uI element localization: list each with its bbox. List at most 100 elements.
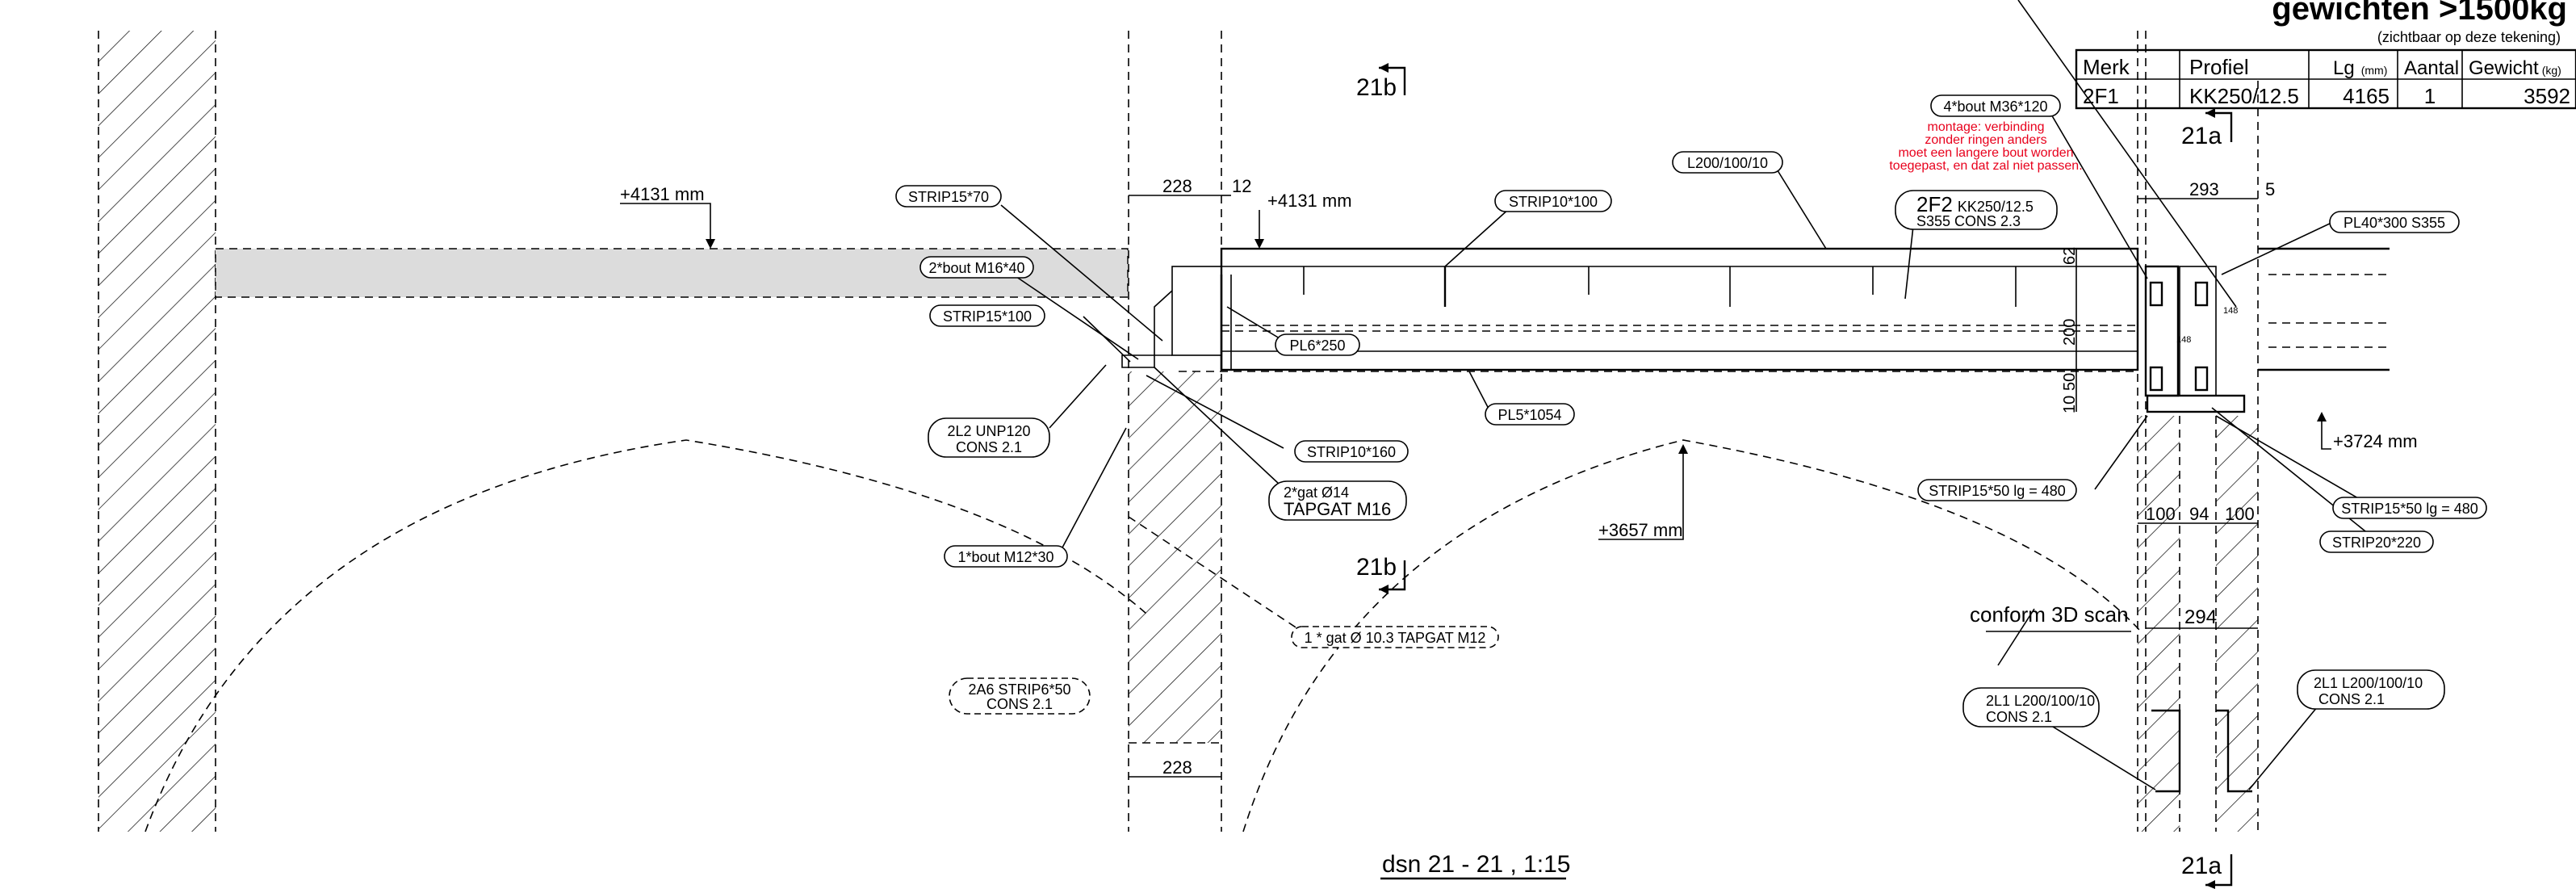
table-cell-gewicht: 3592 xyxy=(2524,84,2570,108)
svg-text:PL5*1054: PL5*1054 xyxy=(1497,407,1561,423)
svg-text:10: 10 xyxy=(2061,396,2079,413)
label-strip15x70: STRIP15*70 xyxy=(895,185,1002,208)
leader-lines xyxy=(1000,0,2378,790)
svg-text:100: 100 xyxy=(2225,504,2255,524)
svg-text:PL40*300 S355: PL40*300 S355 xyxy=(2344,215,2445,231)
svg-text:toegepast, en dat zal niet pas: toegepast, en dat zal niet passen. xyxy=(1889,159,2082,173)
section-marker-21b-top: 21b xyxy=(1356,63,1406,101)
svg-text:moet een langere bout worden: moet een langere bout worden xyxy=(1898,146,2073,160)
elevation-arch: +3657 mm xyxy=(1598,444,1688,540)
svg-text:montage: verbinding: montage: verbinding xyxy=(1928,120,2045,134)
svg-text:2*gat Ø14: 2*gat Ø14 xyxy=(1284,484,1349,501)
svg-text:21b: 21b xyxy=(1356,74,1397,101)
title-note: (zichtbaar op deze tekening) xyxy=(2377,29,2561,45)
main-beam xyxy=(1121,247,2139,372)
table-header-profiel: Profiel xyxy=(2189,55,2249,79)
drawing-title: gewichten >1500kg xyxy=(2272,0,2567,27)
label-2l1-left: 2L1 L200/100/10 CONS 2.1 xyxy=(1962,687,2100,728)
svg-text:+4131 mm: +4131 mm xyxy=(620,184,705,204)
elevation-top-left: +4131 mm xyxy=(620,184,715,249)
svg-text:94: 94 xyxy=(2189,504,2209,524)
svg-text:2L1 L200/100/10: 2L1 L200/100/10 xyxy=(2314,675,2423,691)
svg-text:2L2 UNP120: 2L2 UNP120 xyxy=(947,423,1030,439)
section-marker-21b-mid: 21b xyxy=(1356,554,1406,594)
svg-text:1*bout M12*30: 1*bout M12*30 xyxy=(957,549,1053,565)
svg-text:+4131 mm: +4131 mm xyxy=(1267,191,1352,211)
table-header-lg: Lg(mm) xyxy=(2333,57,2387,79)
svg-text:228: 228 xyxy=(1162,757,1192,778)
table-cell-aantal: 1 xyxy=(2424,84,2436,108)
svg-text:21a: 21a xyxy=(2181,853,2222,879)
svg-text:100: 100 xyxy=(2146,504,2176,524)
end-plate-connection xyxy=(2144,247,2390,793)
elevation-top-mid: +4131 mm xyxy=(1254,191,1352,249)
svg-text:STRIP20*220: STRIP20*220 xyxy=(2332,535,2421,551)
svg-text:CONS 2.1: CONS 2.1 xyxy=(2318,691,2385,707)
svg-text:STRIP15*100: STRIP15*100 xyxy=(943,308,1032,325)
svg-text:4*bout M36*120: 4*bout M36*120 xyxy=(1943,99,2047,115)
svg-text:148: 148 xyxy=(2176,335,2191,345)
svg-text:STRIP15*50 lg = 480: STRIP15*50 lg = 480 xyxy=(2341,501,2478,517)
label-strip15x100: STRIP15*100 xyxy=(929,304,1045,327)
label-bout-m12: 1*bout M12*30 xyxy=(944,545,1068,568)
svg-text:200: 200 xyxy=(2061,319,2079,346)
label-pl40: PL40*300 S355 xyxy=(2329,211,2460,233)
table-header-gewicht: Gewicht(kg) xyxy=(2469,57,2561,79)
svg-text:21a: 21a xyxy=(2181,123,2222,149)
drawing-caption: dsn 21 - 21 , 1:15 xyxy=(1382,851,1571,878)
svg-text:PL6*250: PL6*250 xyxy=(1289,338,1345,354)
svg-text:148: 148 xyxy=(2223,306,2238,316)
label-l200: L200/100/10 xyxy=(1672,151,1783,174)
label-strip20: STRIP20*220 xyxy=(2319,530,2434,553)
table-cell-lg: 4165 xyxy=(2343,84,2390,108)
svg-text:2A6 STRIP6*50: 2A6 STRIP6*50 xyxy=(968,681,1070,698)
section-marker-21a-top: 21a xyxy=(2181,108,2233,149)
svg-text:21b: 21b xyxy=(1356,554,1397,581)
svg-text:1 * gat Ø 10.3 TAPGAT M12: 1 * gat Ø 10.3 TAPGAT M12 xyxy=(1305,630,1486,646)
label-2a6: 2A6 STRIP6*50 CONS 2.1 xyxy=(949,677,1091,715)
left-arch xyxy=(145,439,1147,832)
label-2l2-unp: 2L2 UNP120 CONS 2.1 xyxy=(928,417,1050,458)
right-arch xyxy=(1242,439,2140,832)
label-pl6x250: PL6*250 xyxy=(1275,333,1360,356)
left-wall xyxy=(98,31,216,832)
svg-text:293: 293 xyxy=(2189,179,2219,199)
svg-text:62: 62 xyxy=(2061,247,2079,265)
label-strip10x160: STRIP10*160 xyxy=(1294,440,1409,463)
svg-text:+3657 mm: +3657 mm xyxy=(1598,520,1683,540)
label-conform-3d-scan: conform 3D scan xyxy=(1970,602,2129,627)
label-bout-m16: 2*bout M16*40 xyxy=(919,256,1034,279)
dimensions: 228 12 228 293 5 62 200 50 10 100 94 100… xyxy=(1129,176,2275,778)
section-marker-21a-bottom: 21a xyxy=(2181,853,2233,889)
label-gat-tapgat-m16: 2*gat Ø14 TAPGAT M16 xyxy=(1268,480,1407,521)
svg-text:5: 5 xyxy=(2265,179,2275,199)
svg-text:228: 228 xyxy=(1162,176,1192,196)
svg-text:294: 294 xyxy=(2184,606,2217,628)
svg-text:2*bout M16*40: 2*bout M16*40 xyxy=(928,260,1024,276)
label-bout-m36: 4*bout M36*120 xyxy=(1930,94,2061,117)
label-strip15x50-left: STRIP15*50 lg = 480 xyxy=(1917,479,2077,501)
label-strip10x100: STRIP10*100 xyxy=(1494,190,1612,212)
label-2l1-right: 2L1 L200/100/10 CONS 2.1 xyxy=(2297,669,2445,710)
svg-text:50: 50 xyxy=(2061,373,2079,391)
svg-text:12: 12 xyxy=(1232,176,1251,196)
label-pl5x1054: PL5*1054 xyxy=(1485,403,1575,426)
svg-text:CONS 2.1: CONS 2.1 xyxy=(1986,709,2052,725)
svg-text:TAPGAT M16: TAPGAT M16 xyxy=(1284,499,1391,519)
elevation-right: +3724 mm xyxy=(2317,412,2418,451)
svg-text:CONS 2.1: CONS 2.1 xyxy=(986,696,1053,712)
label-gat-m12: 1 * gat Ø 10.3 TAPGAT M12 xyxy=(1291,626,1499,648)
svg-text:CONS 2.1: CONS 2.1 xyxy=(956,439,1022,455)
svg-text:+3724 mm: +3724 mm xyxy=(2333,431,2418,451)
label-strip15x50-right: STRIP15*50 lg = 480 xyxy=(2332,497,2487,519)
table-cell-merk: 2F1 xyxy=(2083,84,2119,108)
svg-text:STRIP15*50 lg = 480: STRIP15*50 lg = 480 xyxy=(1929,483,2066,499)
svg-text:STRIP15*70: STRIP15*70 xyxy=(908,189,989,205)
montage-note: montage: verbinding zonder ringen anders… xyxy=(1889,120,2082,173)
middle-column xyxy=(1128,31,1222,832)
svg-text:STRIP10*160: STRIP10*160 xyxy=(1307,444,1396,460)
svg-text:STRIP10*100: STRIP10*100 xyxy=(1509,194,1598,210)
svg-text:S355 CONS 2.3: S355 CONS 2.3 xyxy=(1916,213,2021,229)
